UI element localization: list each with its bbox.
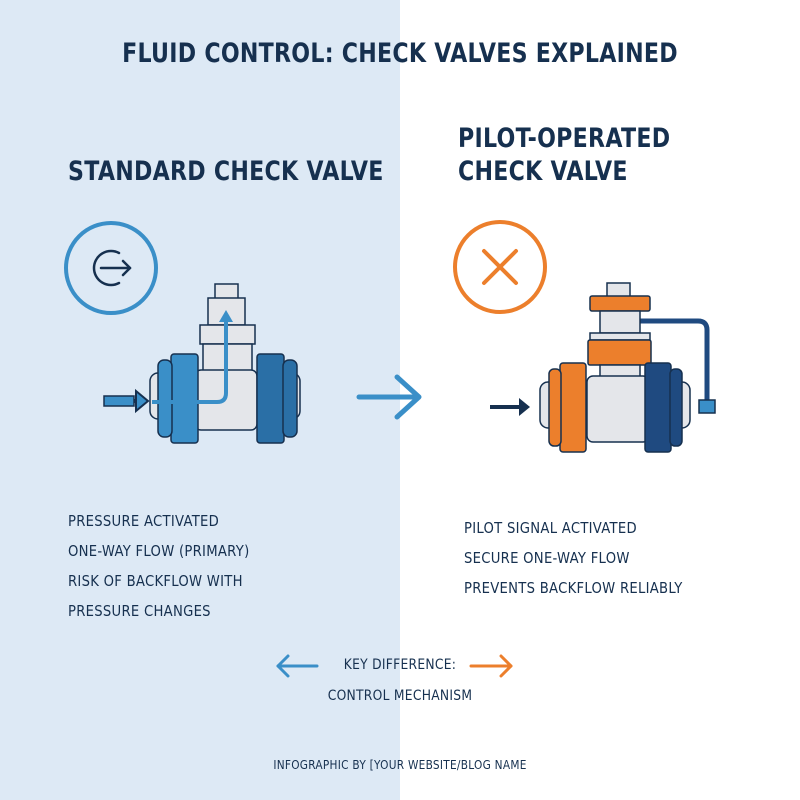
- page-title: FLUID CONTROL: CHECK VALVES EXPLAINED: [122, 38, 678, 69]
- pilot-inlet-arrow-icon: [490, 398, 530, 416]
- pilot-feature-2: SECURE ONE-WAY FLOW: [464, 549, 630, 567]
- comparison-arrow-icon: [356, 374, 422, 420]
- standard-feature-1: PRESSURE ACTIVATED: [68, 512, 220, 530]
- inlet-arrow-icon: [103, 388, 150, 414]
- flow-circle-icon: [64, 221, 158, 315]
- key-difference-value: CONTROL MECHANISM: [327, 688, 473, 704]
- pilot-valve-heading-line1: PILOT-OPERATED: [458, 123, 671, 154]
- pilot-feature-1: PILOT SIGNAL ACTIVATED: [464, 519, 637, 537]
- footer-credit: INFOGRAPHIC BY [YOUR WEBSITE/BLOG NAME: [273, 758, 527, 772]
- pilot-check-valve-diagram: [490, 282, 716, 453]
- pilot-feature-3: PREVENTS BACKFLOW RELIABLY: [464, 579, 683, 597]
- standard-feature-4: PRESSURE CHANGES: [68, 602, 211, 620]
- standard-valve-heading: STANDARD CHECK VALVE: [68, 156, 384, 187]
- key-difference-label: KEY DIFFERENCE:: [343, 657, 457, 673]
- pilot-valve-heading-line2: CHECK VALVE: [458, 156, 628, 187]
- close-circle-icon: [453, 220, 547, 314]
- right-arrow-icon: [469, 654, 513, 678]
- standard-check-valve-diagram: [103, 283, 301, 444]
- left-arrow-icon: [276, 654, 319, 678]
- standard-feature-2: ONE-WAY FLOW (PRIMARY): [68, 542, 250, 560]
- standard-feature-3: RISK OF BACKFLOW WITH: [68, 572, 243, 590]
